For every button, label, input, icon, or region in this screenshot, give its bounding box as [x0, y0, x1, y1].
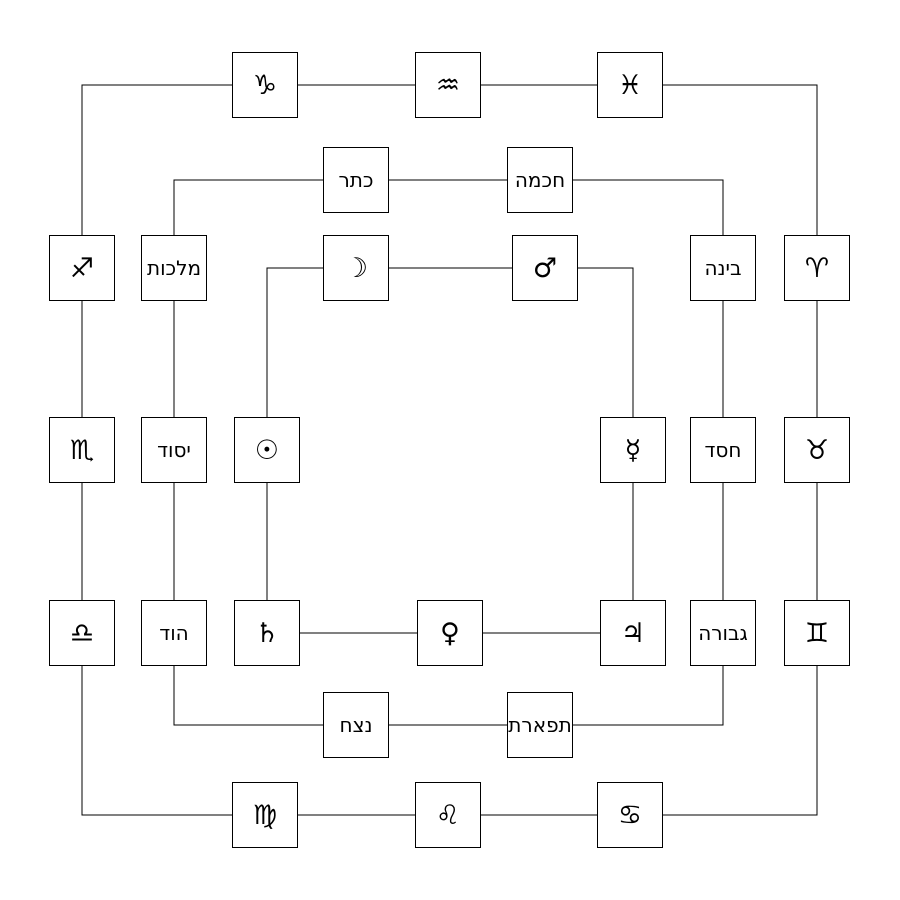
venus-icon: ♀	[440, 617, 460, 649]
sefirah-keter-node: כתר	[323, 147, 389, 213]
planet-jupiter-node: ♃	[600, 600, 666, 666]
scorpio-icon: ♏	[69, 434, 95, 466]
cancer-icon: ♋	[617, 799, 643, 831]
sagittarius-icon: ♐	[69, 252, 95, 284]
gemini-icon: ♊	[804, 617, 830, 649]
sefirah-tiferet-node: תפארת	[507, 692, 573, 758]
binah-label: בינה	[704, 256, 742, 280]
zodiac-sagittarius-node: ♐	[49, 235, 115, 301]
capricorn-icon: ♑	[252, 69, 278, 101]
tiferet-label: תפארת	[508, 713, 572, 737]
aries-icon: ♈	[804, 252, 830, 284]
netzach-label: נצח	[339, 713, 373, 737]
sefirah-chokhmah-node: חכמה	[507, 147, 573, 213]
mercury-icon: ☿	[624, 434, 642, 466]
gevurah-label: גבורה	[698, 621, 748, 645]
sefirah-hod-node: הוד	[141, 600, 207, 666]
zodiac-leo-node: ♌	[415, 782, 481, 848]
keter-label: כתר	[338, 168, 374, 192]
inner-ring-path	[266, 267, 634, 634]
aquarius-icon: ♒	[435, 69, 461, 101]
sefirah-netzach-node: נצח	[323, 692, 389, 758]
sefirah-yesod-node: יסוד	[141, 417, 207, 483]
sefirah-gevurah-node: גבורה	[690, 600, 756, 666]
yesod-label: יסוד	[157, 438, 191, 462]
zodiac-taurus-node: ♉	[784, 417, 850, 483]
libra-icon: ♎	[69, 617, 95, 649]
hod-label: הוד	[159, 621, 189, 645]
zodiac-cancer-node: ♋	[597, 782, 663, 848]
planet-mars-node: ♂	[512, 235, 578, 301]
zodiac-capricorn-node: ♑	[232, 52, 298, 118]
planet-saturn-node: ♄	[234, 600, 300, 666]
zodiac-scorpio-node: ♏	[49, 417, 115, 483]
jupiter-icon: ♃	[620, 617, 646, 649]
zodiac-libra-node: ♎	[49, 600, 115, 666]
planet-moon-node: ☽	[323, 235, 389, 301]
malkhut-label: מלכות	[146, 256, 202, 280]
zodiac-gemini-node: ♊	[784, 600, 850, 666]
virgo-icon: ♍	[252, 799, 278, 831]
zodiac-aries-node: ♈	[784, 235, 850, 301]
planet-sun-node: ☉	[234, 417, 300, 483]
sefirah-chesed-node: חסד	[690, 417, 756, 483]
sefirah-malkhut-node: מלכות	[141, 235, 207, 301]
sefirah-binah-node: בינה	[690, 235, 756, 301]
sun-icon: ☉	[254, 434, 280, 466]
planet-mercury-node: ☿	[600, 417, 666, 483]
zodiac-pisces-node: ♓	[597, 52, 663, 118]
zodiac-virgo-node: ♍	[232, 782, 298, 848]
chokhmah-label: חכמה	[514, 168, 566, 192]
chesed-label: חסד	[704, 438, 742, 462]
planet-venus-node: ♀	[417, 600, 483, 666]
taurus-icon: ♉	[804, 434, 830, 466]
zodiac-aquarius-node: ♒	[415, 52, 481, 118]
saturn-icon: ♄	[254, 617, 280, 649]
pisces-icon: ♓	[617, 69, 643, 101]
mars-icon: ♂	[532, 252, 558, 284]
moon-icon: ☽	[343, 252, 369, 284]
leo-icon: ♌	[435, 799, 461, 831]
